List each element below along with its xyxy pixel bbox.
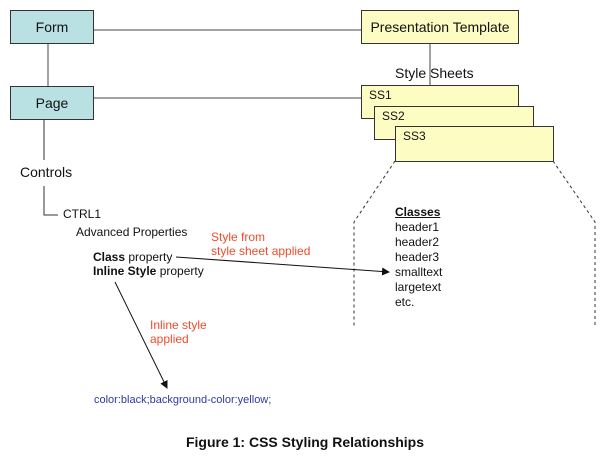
stylesheet-applied-annotation: Style from style sheet applied [211,230,310,258]
classes-outline-right [552,160,596,326]
presentation-template-box: Presentation Template [361,10,519,44]
presentation-template-label: Presentation Template [370,19,510,35]
inline-style-property-label: Inline Style property [93,264,204,278]
stylesheet-ss2-label: SS2 [382,109,405,123]
class-to-smalltext-arrow [175,256,390,276]
class-property-label: Class property [93,250,172,264]
inline-annotation-line-1: Inline style [150,318,207,332]
classes-list: Classes header1 header2 header3 smalltex… [395,205,442,310]
classes-heading: Classes [395,205,441,219]
ctrl1-label: CTRL1 [63,207,102,221]
class-item: header3 [395,250,440,264]
stylesheet-ss1-label: SS1 [369,88,392,102]
controls-label: Controls [20,164,73,180]
class-item: etc. [395,295,415,309]
page-box: Page [10,86,94,120]
stylesheet-annotation-line-2: style sheet applied [211,244,311,258]
form-label: Form [35,19,69,35]
inline-annotation-line-2: applied [150,332,189,346]
form-box: Form [10,10,94,44]
inline-style-value: color:black;background-color:yellow; [94,394,272,406]
style-sheets-label: Style Sheets [395,65,474,81]
controls-to-ctrl1-line [43,186,58,216]
class-property-rest: property [125,250,173,264]
class-item: header2 [395,235,440,249]
class-item: largetext [395,280,442,294]
class-item: header1 [395,220,440,234]
inline-style-property-bold: Inline Style [93,264,157,278]
inline-style-to-value-arrow [114,281,168,389]
stylesheet-annotation-line-1: Style from [211,230,266,244]
class-property-bold: Class [93,250,126,264]
stylesheet-ss3-label: SS3 [403,129,426,143]
advanced-properties-label: Advanced Properties [76,225,188,239]
inline-applied-annotation: Inline style applied [150,318,207,346]
stylesheet-ss3-box: SS3 [395,126,554,162]
classes-outline-left [353,160,396,326]
class-item: smalltext [395,265,443,279]
page-label: Page [35,95,69,111]
figure-caption: Figure 1: CSS Styling Relationships [185,434,425,450]
inline-style-property-rest: property [156,264,204,278]
